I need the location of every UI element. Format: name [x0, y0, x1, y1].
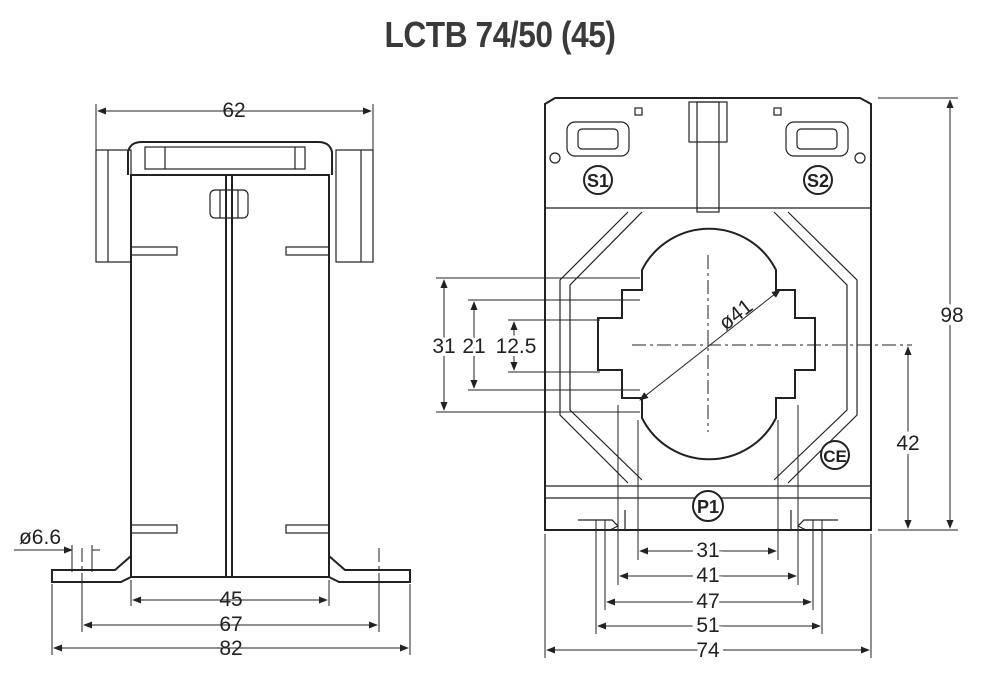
dim-label-42: 42: [896, 432, 919, 455]
ce-mark: CE: [823, 447, 847, 466]
dim-label-82: 82: [219, 637, 242, 660]
s1-label: S1: [587, 171, 609, 191]
side-view: [14, 104, 411, 655]
dim-label-31-vertical: 31: [432, 335, 455, 358]
dim-label-47: 47: [696, 590, 719, 613]
dim-label-67: 67: [219, 613, 242, 636]
diameter-line: [639, 289, 781, 401]
s1-terminal-screw: [583, 165, 613, 195]
dim-label-hole-diameter: ø6.6: [19, 526, 61, 549]
dim-label-51: 51: [696, 614, 719, 637]
dim-label-12-5: 12.5: [496, 335, 537, 358]
dim-label-21: 21: [462, 335, 485, 358]
dim-label-62: 62: [222, 99, 245, 122]
dim-label-diameter-41: ø41: [715, 295, 758, 335]
dim-label-74: 74: [696, 639, 720, 662]
dim-label-45: 45: [219, 588, 242, 611]
primary-window: [597, 227, 816, 461]
drawing-title: LCTB 74/50 (45): [384, 14, 616, 55]
p1-label: P1: [697, 497, 719, 517]
dim-label-31-bottom: 31: [696, 539, 719, 562]
p1-terminal-screw: [692, 490, 724, 522]
front-view: [436, 97, 958, 658]
ce-mark-circle: [820, 440, 850, 470]
dim-label-41: 41: [696, 564, 719, 587]
dim-label-98: 98: [940, 304, 963, 327]
s2-terminal-screw: [803, 165, 833, 195]
s2-label: S2: [807, 171, 829, 191]
